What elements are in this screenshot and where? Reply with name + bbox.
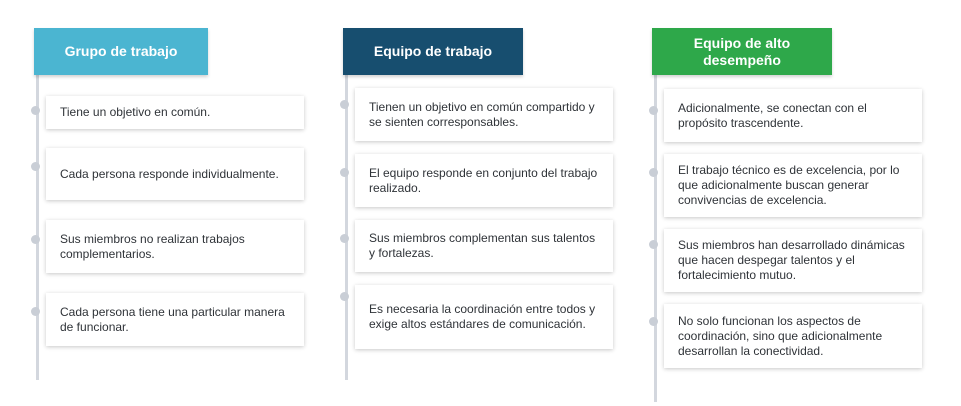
timeline-dot <box>340 234 349 243</box>
list-item: Sus miembros complementan sus talentos y… <box>355 220 613 272</box>
timeline-line <box>345 72 348 380</box>
list-item: El equipo responde en conjunto del traba… <box>355 154 613 207</box>
list-item: Sus miembros han desarrollado dinámicas … <box>664 229 922 292</box>
timeline-dot <box>340 292 349 301</box>
timeline-dot <box>31 307 40 316</box>
list-item: Cada persona tiene una particular manera… <box>46 293 304 346</box>
list-item: No solo funcionan los aspectos de coordi… <box>664 304 922 368</box>
timeline-line <box>36 72 39 380</box>
list-item: Adicionalmente, se conectan con el propó… <box>664 89 922 142</box>
list-item: Tienen un objetivo en común compartido y… <box>355 88 613 141</box>
column-header: Equipo de alto desempeño <box>652 28 832 75</box>
list-item: Es necesaria la coordinación entre todos… <box>355 285 613 349</box>
timeline-line <box>654 72 657 402</box>
list-item: Tiene un objetivo en común. <box>46 96 304 129</box>
list-item: Cada persona responde individualmente. <box>46 148 304 200</box>
timeline-dot <box>31 162 40 171</box>
list-item: El trabajo técnico es de excelencia, por… <box>664 154 922 217</box>
column-header: Grupo de trabajo <box>34 28 208 75</box>
timeline-dot <box>649 168 658 177</box>
timeline-dot <box>649 106 658 115</box>
timeline-dot <box>31 235 40 244</box>
column-header: Equipo de trabajo <box>343 28 523 75</box>
timeline-dot <box>649 240 658 249</box>
timeline-dot <box>31 106 40 115</box>
list-item: Sus miembros no realizan trabajos comple… <box>46 220 304 273</box>
timeline-dot <box>649 317 658 326</box>
timeline-dot <box>340 168 349 177</box>
timeline-dot <box>340 100 349 109</box>
